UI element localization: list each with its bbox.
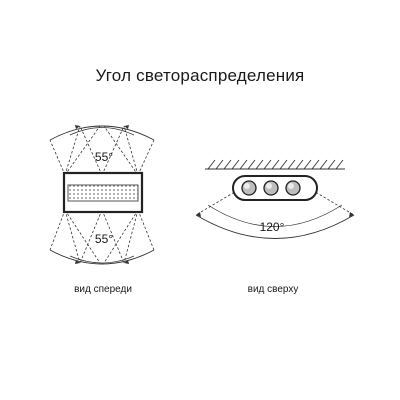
front-view-caption: вид спереди <box>74 284 132 295</box>
top-led-highlights <box>244 183 294 189</box>
front-view <box>49 125 155 265</box>
front-led-panel <box>67 184 139 202</box>
top-angle-inner-arc <box>207 204 343 227</box>
front-fixture <box>62 171 144 214</box>
front-top-angle-label: 55° <box>95 150 113 164</box>
front-bottom-angle-label: 55° <box>95 232 113 246</box>
top-beam-lines <box>195 189 355 216</box>
front-top-beam-lines <box>49 125 155 176</box>
top-angle-label: 120° <box>260 220 285 234</box>
wall-hatching <box>205 159 345 170</box>
front-top-inner-arc <box>69 127 135 136</box>
front-bottom-arc <box>49 249 155 265</box>
front-bottom-inner-arc <box>69 255 135 264</box>
top-view-caption: вид сверху <box>247 284 299 295</box>
top-arrows <box>196 212 354 217</box>
diagram-title: Угол светораспределения <box>95 66 305 85</box>
top-view: 120° <box>195 159 355 239</box>
front-bottom-arrows <box>75 260 129 264</box>
front-top-arc <box>49 125 155 141</box>
top-angle-arc <box>195 214 355 239</box>
front-top-arrows <box>75 125 129 129</box>
front-bottom-beam-lines <box>49 209 155 264</box>
